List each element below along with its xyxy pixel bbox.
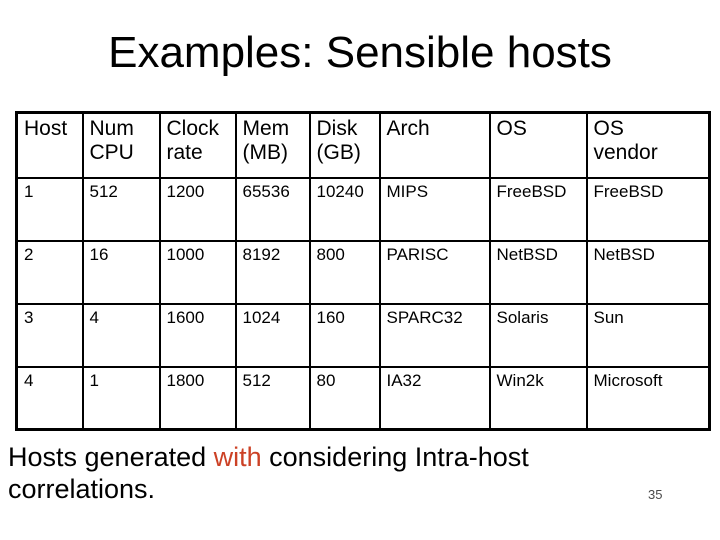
table-row: 3 4 1600 1024 160 SPARC32 Solaris Sun <box>15 302 711 368</box>
table-cell: 4 <box>81 302 161 368</box>
table-cell: 1 <box>15 176 84 242</box>
table-cell: 1000 <box>158 239 237 305</box>
table-cell: FreeBSD <box>488 176 588 242</box>
table-row: 1 512 1200 65536 10240 MIPS FreeBSD Free… <box>15 176 711 242</box>
table-cell: IA32 <box>378 365 491 431</box>
table-cell: NetBSD <box>585 239 711 305</box>
table-cell: 1600 <box>158 302 237 368</box>
table-cell: 1800 <box>158 365 237 431</box>
header-cell-num-cpu: Num CPU <box>81 111 161 179</box>
table-cell: 1024 <box>234 302 311 368</box>
hosts-table: Host Num CPU Clock rate Mem (MB) Disk (G… <box>15 111 711 431</box>
table-cell: 65536 <box>234 176 311 242</box>
caption-highlight: with <box>213 442 262 472</box>
header-cell-clock-rate: Clock rate <box>158 111 237 179</box>
header-cell-os: OS <box>488 111 588 179</box>
table-cell: MIPS <box>378 176 491 242</box>
table-cell: Solaris <box>488 302 588 368</box>
table-row: 2 16 1000 8192 800 PARISC NetBSD NetBSD <box>15 239 711 305</box>
table-cell: Sun <box>585 302 711 368</box>
table-cell: 1200 <box>158 176 237 242</box>
table-cell: 80 <box>308 365 381 431</box>
table-cell: PARISC <box>378 239 491 305</box>
table-cell: Win2k <box>488 365 588 431</box>
table-cell: SPARC32 <box>378 302 491 368</box>
hosts-table-container: Host Num CPU Clock rate Mem (MB) Disk (G… <box>15 111 711 431</box>
caption-text-after: considering Intra-host correlations. <box>8 442 529 505</box>
table-cell: 10240 <box>308 176 381 242</box>
header-cell-mem: Mem (MB) <box>234 111 311 179</box>
table-cell: 3 <box>15 302 84 368</box>
table-header-row: Host Num CPU Clock rate Mem (MB) Disk (G… <box>15 111 711 179</box>
table-cell: 512 <box>234 365 311 431</box>
header-cell-arch: Arch <box>378 111 491 179</box>
table-cell: 160 <box>308 302 381 368</box>
table-cell: 512 <box>81 176 161 242</box>
table-cell: FreeBSD <box>585 176 711 242</box>
table-cell: 8192 <box>234 239 311 305</box>
caption: Hosts generated with considering Intra-h… <box>8 441 593 506</box>
table-cell: NetBSD <box>488 239 588 305</box>
header-cell-host: Host <box>15 111 84 179</box>
header-cell-os-vendor: OS vendor <box>585 111 711 179</box>
table-row: 4 1 1800 512 80 IA32 Win2k Microsoft <box>15 365 711 431</box>
table-cell: 800 <box>308 239 381 305</box>
table-cell: 1 <box>81 365 161 431</box>
header-cell-disk: Disk (GB) <box>308 111 381 179</box>
slide-title: Examples: Sensible hosts <box>108 28 612 77</box>
table-cell: Microsoft <box>585 365 711 431</box>
page-number: 35 <box>648 487 663 502</box>
table-cell: 4 <box>15 365 84 431</box>
table-cell: 2 <box>15 239 84 305</box>
caption-text-before: Hosts generated <box>8 442 214 472</box>
table-cell: 16 <box>81 239 161 305</box>
